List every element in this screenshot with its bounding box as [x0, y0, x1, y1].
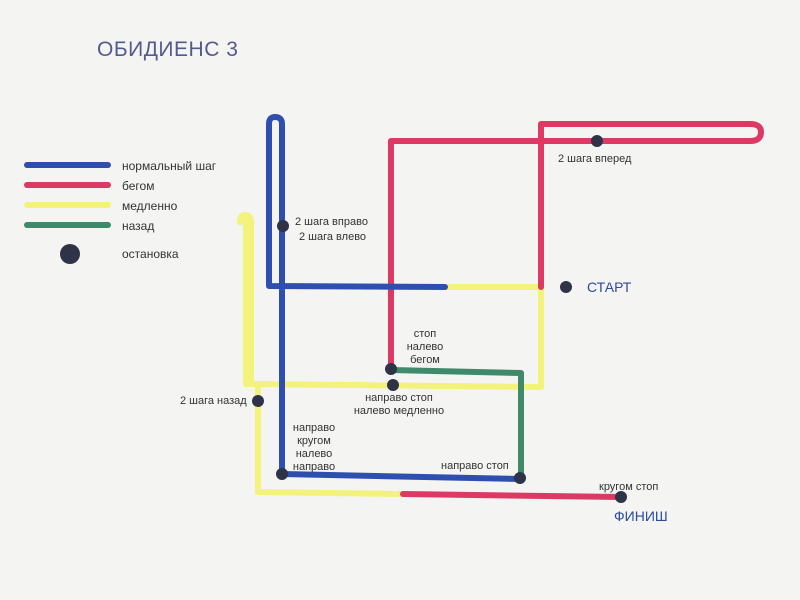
label-stop-line2: налево [407, 341, 444, 353]
label-left: 2 шага влево [299, 231, 366, 243]
legend-label-run: бегом [122, 179, 154, 193]
route-normal [266, 114, 524, 482]
label-turn-line4: направо [293, 461, 335, 473]
label-about-stop: кругом стоп [599, 481, 658, 493]
finish-label: ФИНИШ [614, 508, 668, 524]
label-stop-line3: бегом [410, 354, 440, 366]
stop-dot-stop-left-run [385, 363, 397, 375]
legend-stop-dot [60, 244, 80, 264]
course-routes [237, 114, 764, 500]
legend-label-stop: остановка [122, 247, 179, 261]
stop-points [252, 135, 627, 503]
route-run-top [388, 121, 764, 373]
route-back [388, 367, 524, 481]
start-label: СТАРТ [587, 279, 632, 295]
legend-label-slow: медленно [122, 199, 178, 213]
stop-dot-finish [615, 491, 627, 503]
stop-dot-turns [276, 468, 288, 480]
label-forward: 2 шага вперед [558, 153, 632, 165]
label-right: 2 шага вправо [295, 216, 368, 228]
label-stop-line1: стоп [414, 328, 437, 340]
stop-dot-right-stop [514, 472, 526, 484]
legend: нормальный шаг бегом медленно назад оста… [24, 159, 217, 264]
label-mid-line2: налево медленно [354, 405, 444, 417]
label-mid-line1: направо стоп [365, 392, 433, 404]
label-turn-line2: кругом [297, 435, 331, 447]
label-turn-line3: налево [296, 448, 333, 460]
annotations: 2 шага вперед 2 шага вправо 2 шага влево… [180, 153, 668, 524]
legend-label-normal: нормальный шаг [122, 159, 217, 173]
label-back: 2 шага назад [180, 395, 247, 407]
stop-dot-forward [591, 135, 603, 147]
route-slow-2 [243, 215, 406, 497]
stop-dot-back [252, 395, 264, 407]
label-right-stop: направо стоп [441, 460, 509, 472]
stop-dot-right-left [277, 220, 289, 232]
legend-label-back: назад [122, 219, 154, 233]
label-turn-line1: направо [293, 422, 335, 434]
route-run-finish [400, 491, 624, 500]
stop-dot-right-stop-slow [387, 379, 399, 391]
diagram-title: ОБИДИЕНС 3 [97, 38, 238, 61]
stop-dot-start [560, 281, 572, 293]
